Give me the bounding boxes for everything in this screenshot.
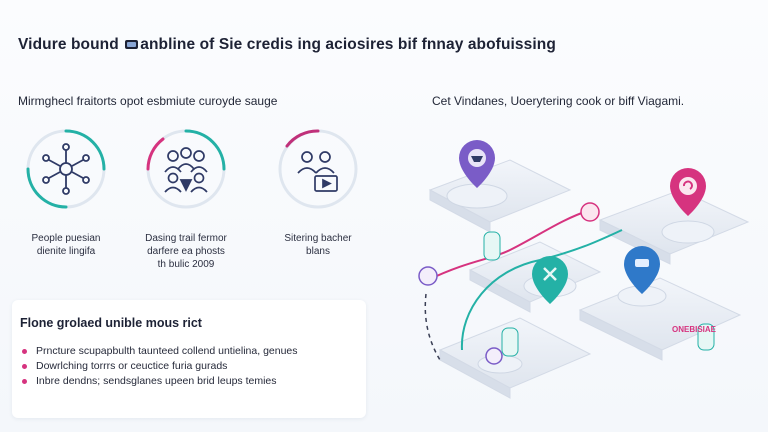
group-icon [146, 129, 226, 209]
bullet-item: Inbre dendns; sendsglanes upeen brid leu… [20, 374, 298, 389]
bullet-item: Prncture scupapbulth taunteed collend un… [20, 344, 298, 359]
pin-blue-icon [624, 246, 660, 294]
feature-caption: Sitering bacher blans [262, 232, 374, 258]
map-label: ONEBISIAE [672, 325, 717, 334]
page-title-part-2: anbline of Sie credis ing acio [140, 36, 357, 53]
bullet-list: Prncture scupapbulth taunteed collend un… [20, 344, 298, 389]
page-title: Vidure bound anbline of Sie credis ing a… [18, 36, 758, 54]
bullet-dot-icon [22, 379, 27, 384]
pin-teal-icon [532, 256, 568, 304]
bullet-text: Prncture scupapbulth taunteed collend un… [36, 345, 298, 357]
small-markers [418, 202, 715, 365]
bullet-text: Inbre dendns; sendsglanes upeen brid leu… [36, 375, 277, 387]
feature-presenter: Sitering bacher blans [262, 126, 374, 258]
caption-line: Sitering bacher [284, 233, 352, 244]
left-section-heading: Mirmghecl fraitorts opot esbmiute curoyd… [18, 94, 278, 108]
feature-group: Dasing trail fermor darfere ea phosts th… [130, 126, 242, 271]
presenter-icon [278, 129, 358, 209]
logo-mark-icon [125, 40, 139, 49]
caption-line: darfere ea phosts [147, 246, 225, 257]
info-card: Flone grolaed unible mous rict Prncture … [12, 300, 366, 418]
bullet-dot-icon [22, 364, 27, 369]
route-map-illustration: ONEBISIAE [418, 140, 750, 399]
right-section-heading: Cet Vindanes, Uoerytering cook or biff V… [432, 94, 685, 108]
bullet-item: Dowrlching torrrs or ceuctice furia gura… [20, 359, 298, 374]
feature-network: People puesian dienite lingifa [10, 126, 122, 258]
caption-line: th bulic 2009 [157, 259, 215, 270]
caption-line: Dasing trail fermor [145, 233, 227, 244]
caption-line: blans [306, 246, 330, 257]
caption-line: People puesian [31, 233, 101, 244]
bullet-text: Dowrlching torrrs or ceuctice furia gura… [36, 360, 228, 372]
network-icon [26, 129, 106, 209]
feature-caption: People puesian dienite lingifa [10, 232, 122, 258]
feature-caption: Dasing trail fermor darfere ea phosts th… [130, 232, 242, 271]
page-title-part-3: sires bif fnnay abofuissing [356, 36, 556, 53]
pin-magenta-icon [670, 168, 706, 216]
pin-purple-icon [459, 140, 495, 188]
bullet-dot-icon [22, 349, 27, 354]
card-title: Flone grolaed unible mous rict [20, 316, 202, 330]
caption-line: dienite lingifa [36, 246, 96, 257]
page-title-part-1: Vidure bound [18, 36, 124, 53]
